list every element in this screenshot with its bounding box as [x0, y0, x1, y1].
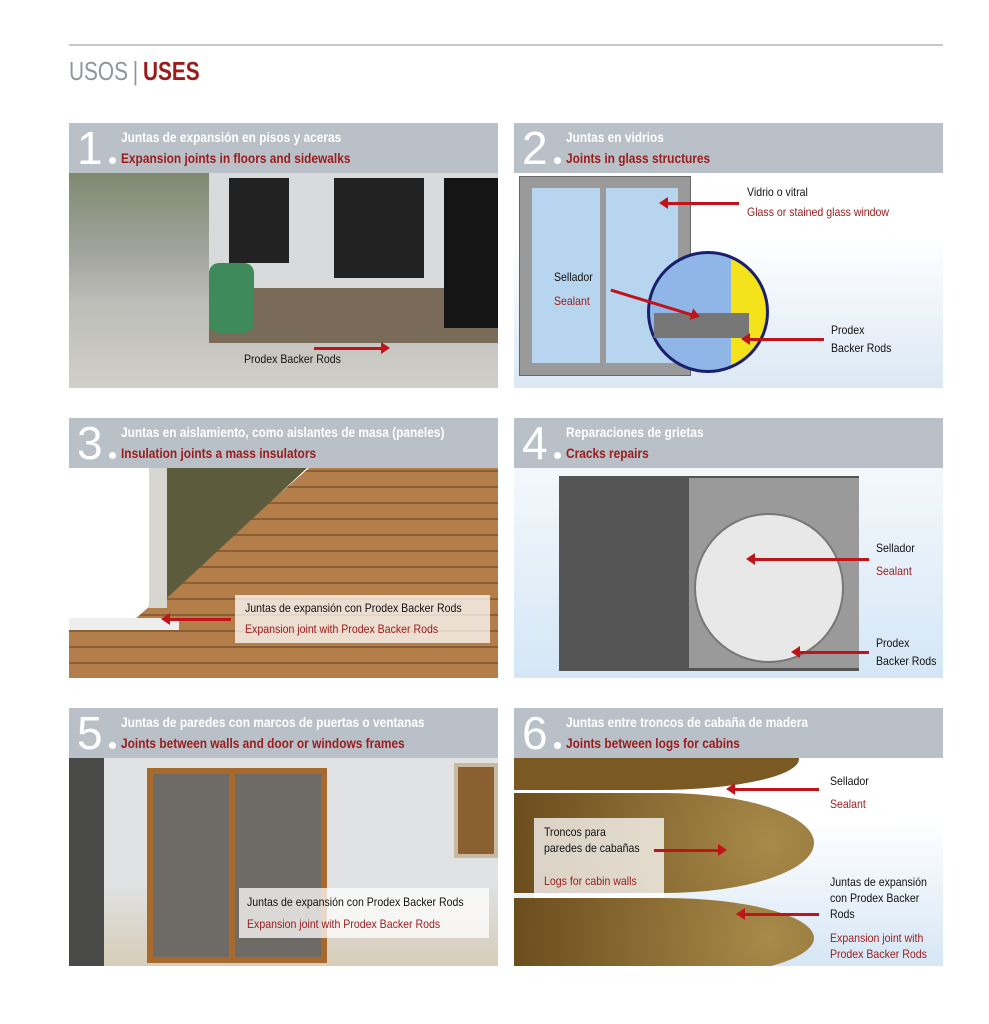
floor-joint-illustration: Prodex Backer Rods — [69, 173, 498, 388]
label-backer-rods: Backer Rods — [876, 654, 937, 668]
panel-5: 5 Juntas de paredes con marcos de puertas… — [69, 708, 498, 966]
arrow — [726, 783, 819, 795]
panel-title-es: Juntas en vidrios — [566, 129, 664, 145]
label-logs-es-1: Troncos para — [544, 825, 606, 839]
panel-header: 6 Juntas entre troncos de cabaña de mader… — [514, 708, 943, 758]
panel-title-en: Cracks repairs — [566, 445, 649, 461]
label-glass-es: Vidrio o vitral — [747, 185, 808, 199]
panel-title-es: Juntas de paredes con marcos de puertas … — [121, 714, 425, 730]
arrow — [746, 553, 869, 565]
label-sealant-es: Sellador — [830, 774, 869, 788]
label-box — [534, 818, 664, 898]
panel-header: 3 Juntas en aislamiento, como aislantes d… — [69, 418, 498, 468]
panel-title-es: Juntas entre troncos de cabaña de madera — [566, 714, 809, 730]
label-joint-en: Expansion joint with Prodex Backer Rods — [245, 622, 439, 636]
panel-title-en: Joints between walls and door or windows… — [121, 735, 405, 751]
label-backer-rods: Backer Rods — [831, 341, 892, 355]
label-box — [235, 595, 490, 643]
number-dot — [109, 157, 116, 164]
panel-title-en: Expansion joints in floors and sidewalks — [121, 150, 351, 166]
panel-number: 5 — [77, 708, 103, 759]
number-dot — [554, 157, 561, 164]
label-sealant-es: Sellador — [876, 541, 915, 555]
arrow — [791, 646, 869, 658]
label-joint-en-2: Prodex Backer Rods — [830, 947, 927, 961]
crack-repair-illustration: Sellador Sealant Prodex Backer Rods — [514, 468, 943, 678]
glass-joint-illustration: Vidrio o vitral Glass or stained glass w… — [514, 173, 943, 388]
label-joint-es-1: Juntas de expansión — [830, 875, 927, 889]
label-joint-es-2: con Prodex Backer — [830, 891, 920, 905]
number-dot — [554, 742, 561, 749]
arrow — [736, 908, 819, 920]
panel-number: 4 — [522, 418, 548, 469]
label-sealant-en: Sealant — [830, 797, 866, 811]
page-title: USOS|USES — [69, 56, 200, 87]
label-joint-es: Juntas de expansión con Prodex Backer Ro… — [247, 895, 464, 909]
arrow — [161, 613, 231, 625]
panel-title-es: Juntas en aislamiento, como aislantes de… — [121, 424, 445, 440]
label-joint-en-1: Expansion joint with — [830, 931, 924, 945]
label-prodex: Prodex — [831, 323, 865, 337]
label-backer-rods: Prodex Backer Rods — [244, 352, 341, 366]
panel-title-es: Juntas de expansión en pisos y aceras — [121, 129, 342, 145]
top-rule — [69, 44, 943, 46]
number-dot — [109, 742, 116, 749]
arrow — [654, 844, 727, 856]
panel-header: 5 Juntas de paredes con marcos de puertas… — [69, 708, 498, 758]
log-cabin-joint-illustration: Troncos para paredes de cabañas Logs for… — [514, 758, 943, 966]
arrow — [314, 342, 390, 354]
number-dot — [109, 452, 116, 459]
number-dot — [554, 452, 561, 459]
label-glass-en: Glass or stained glass window — [747, 205, 890, 219]
insulation-joint-illustration: Juntas de expansión con Prodex Backer Ro… — [69, 468, 498, 678]
arrow — [659, 197, 739, 209]
label-sealant-en: Sealant — [876, 564, 912, 578]
label-joint-es: Juntas de expansión con Prodex Backer Ro… — [245, 601, 462, 615]
panel-3: 3 Juntas en aislamiento, como aislantes d… — [69, 418, 498, 678]
panel-title-en: Joints in glass structures — [566, 150, 711, 166]
label-joint-en: Expansion joint with Prodex Backer Rods — [247, 917, 441, 931]
label-sealant-en: Sealant — [554, 294, 590, 308]
door-frame-joint-illustration: Juntas de expansión con Prodex Backer Ro… — [69, 758, 498, 966]
panel-number: 3 — [77, 418, 103, 469]
title-separator: | — [132, 56, 139, 86]
panel-number: 6 — [522, 708, 548, 759]
panel-title-en: Insulation joints a mass insulators — [121, 445, 317, 461]
label-logs-es-2: paredes de cabañas — [544, 841, 640, 855]
panel-number: 1 — [77, 123, 103, 174]
label-prodex: Prodex — [876, 636, 910, 650]
arrow — [741, 333, 824, 345]
panel-title-es: Reparaciones de grietas — [566, 424, 704, 440]
label-logs-en: Logs for cabin walls — [544, 874, 637, 888]
title-en: USES — [142, 56, 200, 86]
title-es: USOS — [69, 56, 128, 86]
panel-title-en: Joints between logs for cabins — [566, 735, 740, 751]
label-joint-es-3: Rods — [830, 907, 855, 921]
label-box — [239, 888, 489, 938]
label-sealant-es: Sellador — [554, 270, 593, 284]
panel-number: 2 — [522, 123, 548, 174]
panel-6: 6 Juntas entre troncos de cabaña de mader… — [514, 708, 943, 966]
